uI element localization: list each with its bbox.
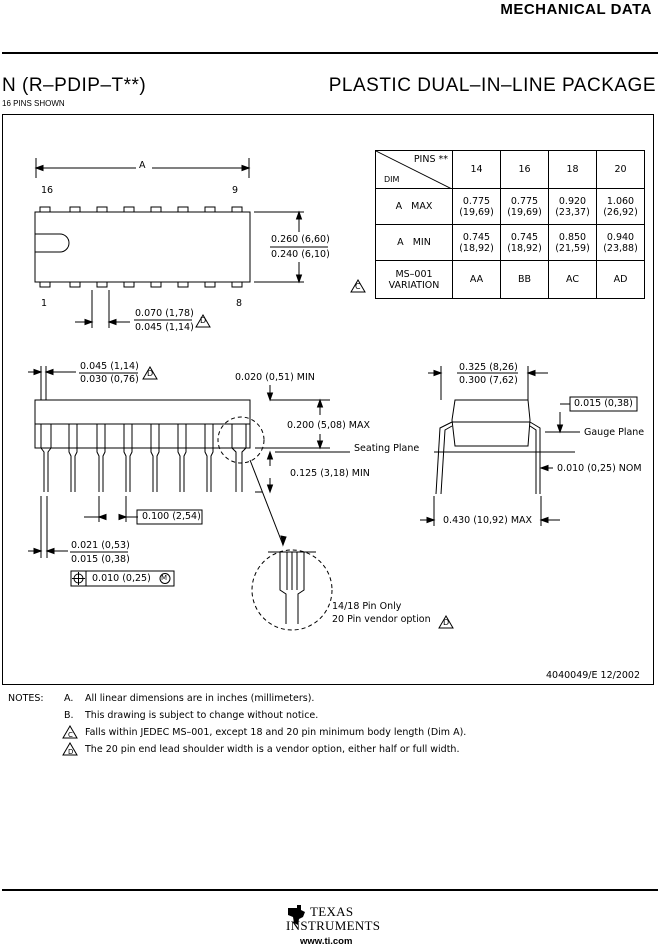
pin-9-label: 9 bbox=[232, 185, 239, 196]
table-cell: 0.940(23,88) bbox=[596, 224, 645, 261]
table-cell: BB bbox=[500, 260, 549, 299]
row-label-a-min: A MIN bbox=[375, 224, 453, 261]
top-leads bbox=[39, 206, 243, 288]
bottom-rule bbox=[2, 889, 658, 891]
pins-shown-note: 16 PINS SHOWN bbox=[2, 99, 65, 108]
note-d-marker: D bbox=[200, 316, 207, 325]
table-cell: 0.920(23,37) bbox=[548, 188, 597, 225]
pin-8-label: 8 bbox=[236, 298, 243, 309]
note-c-triangle: C bbox=[62, 724, 85, 741]
lead-thickness: 0.015 (0,38) bbox=[574, 398, 633, 409]
note-d-marker: D bbox=[443, 618, 450, 627]
pin-16-label: 16 bbox=[41, 185, 54, 196]
side-view bbox=[28, 366, 454, 631]
pin-count: 20 bbox=[596, 150, 645, 189]
lead-width-max: 0.070 (1,78) bbox=[135, 308, 194, 319]
note-text: This drawing is subject to change withou… bbox=[85, 710, 319, 721]
lead-thk-nom: 0.010 (0,25) NOM bbox=[557, 463, 642, 474]
pin-pitch: 0.100 (2,54) bbox=[142, 511, 201, 522]
standoff-min: 0.020 (0,51) MIN bbox=[235, 372, 315, 383]
lead-span-max: 0.430 (10,92) MAX bbox=[443, 515, 533, 526]
width-max: 0.260 (6,60) bbox=[271, 234, 330, 245]
gauge-plane-label: Gauge Plane bbox=[584, 427, 645, 438]
shoulder-max: 0.045 (1,14) bbox=[80, 361, 139, 372]
ti-logo-icon bbox=[285, 904, 307, 931]
detail-label-1: 14/18 Pin Only bbox=[332, 601, 402, 612]
note-text: The 20 pin end lead shoulder width is a … bbox=[85, 744, 460, 755]
note-d-triangle: D bbox=[62, 741, 85, 758]
lead-dia-min: 0.015 (0,38) bbox=[71, 554, 130, 565]
mechanical-drawing bbox=[28, 158, 638, 631]
header-pins: PINS ** bbox=[413, 154, 448, 165]
side-leads bbox=[40, 424, 247, 492]
header-dim: DIM bbox=[384, 175, 400, 184]
row-spacing-max: 0.325 (8,26) bbox=[459, 362, 518, 373]
note-text: All linear dimensions are in inches (mil… bbox=[85, 693, 315, 704]
package-designator: N (R–PDIP–T**) bbox=[2, 75, 147, 96]
package-name: PLASTIC DUAL–IN–LINE PACKAGE bbox=[328, 75, 656, 96]
table-cell: 0.850(21,59) bbox=[548, 224, 597, 261]
detail-label-2: 20 Pin vendor option bbox=[332, 614, 431, 625]
pin-count: 14 bbox=[452, 150, 501, 189]
ti-logo-text-2: INSTRUMENTS bbox=[286, 918, 381, 933]
table-cell: AA bbox=[452, 260, 501, 299]
end-view bbox=[420, 366, 638, 526]
dimension-table: PINS ** DIM 14 16 18 20 A MAX 0.775(19,6… bbox=[375, 150, 645, 299]
body-height-max: 0.200 (5,08) MAX bbox=[287, 420, 371, 431]
table-cell: 0.745(18,92) bbox=[500, 224, 549, 261]
note-row: D The 20 pin end lead shoulder width is … bbox=[8, 741, 466, 758]
lead-dia-max: 0.021 (0,53) bbox=[71, 540, 130, 551]
table-cell: AD bbox=[596, 260, 645, 299]
position-tolerance: 0.010 (0,25) bbox=[92, 573, 151, 584]
table-cell: 0.745(18,92) bbox=[452, 224, 501, 261]
row-spacing-min: 0.300 (7,62) bbox=[459, 375, 518, 386]
note-row: B. This drawing is subject to change wit… bbox=[8, 707, 466, 724]
section-header: MECHANICAL DATA bbox=[500, 1, 652, 18]
table-cell: 0.775(19,69) bbox=[500, 188, 549, 225]
pin-count: 16 bbox=[500, 150, 549, 189]
note-row: NOTES: A. All linear dimensions are in i… bbox=[8, 690, 466, 707]
pin-count: 18 bbox=[548, 150, 597, 189]
notes-section: NOTES: A. All linear dimensions are in i… bbox=[8, 690, 466, 758]
ti-logo-text-1: TEXAS bbox=[310, 904, 354, 919]
seating-plane-label: Seating Plane bbox=[354, 443, 420, 454]
top-view bbox=[34, 158, 328, 328]
row-label-a-max: A MAX bbox=[375, 188, 453, 225]
dim-a-label: A bbox=[139, 160, 146, 171]
shoulder-min: 0.030 (0,76) bbox=[80, 374, 139, 385]
table-cell: 0.775(19,69) bbox=[452, 188, 501, 225]
note-text: Falls within JEDEC MS–001, except 18 and… bbox=[85, 727, 467, 738]
pin-1-label: 1 bbox=[41, 298, 48, 309]
table-cell: AC bbox=[548, 260, 597, 299]
table-corner-header: PINS ** DIM bbox=[375, 150, 453, 189]
lead-width-min: 0.045 (1,14) bbox=[135, 322, 194, 333]
note-row: C Falls within JEDEC MS–001, except 18 a… bbox=[8, 724, 466, 741]
note-c-marker: C bbox=[355, 282, 361, 291]
lead-length-min: 0.125 (3,18) MIN bbox=[290, 468, 370, 479]
note-d-marker: D bbox=[147, 369, 154, 378]
drawing-frame bbox=[2, 114, 654, 685]
top-rule bbox=[2, 52, 658, 54]
width-min: 0.240 (6,10) bbox=[271, 249, 330, 260]
table-cell: 1.060(26,92) bbox=[596, 188, 645, 225]
notes-title: NOTES: bbox=[8, 693, 44, 704]
mmc-symbol: M bbox=[161, 574, 168, 582]
drawing-number: 4040049/E 12/2002 bbox=[546, 670, 640, 681]
ti-url: www.ti.com bbox=[300, 936, 353, 947]
